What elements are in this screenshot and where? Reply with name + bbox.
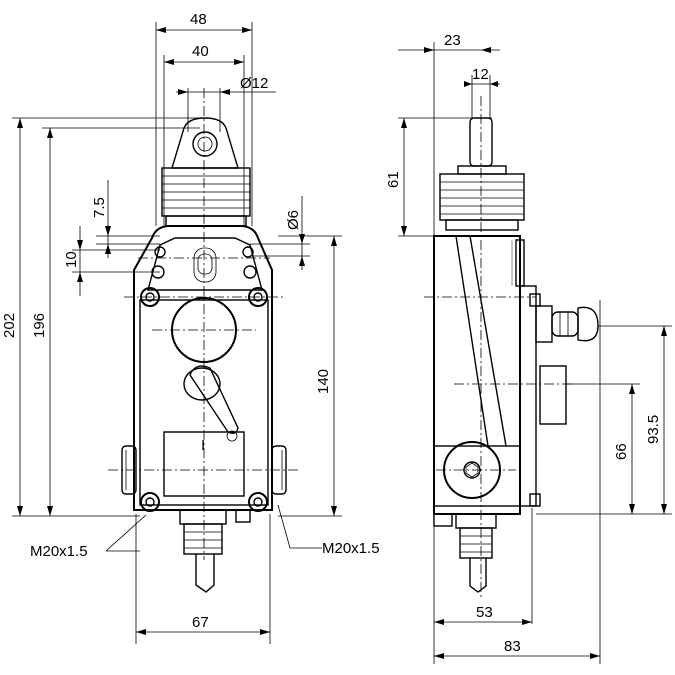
dim-height-202: 202 [1, 313, 18, 338]
dim-offset-7-5: 7.5 [91, 197, 108, 218]
side-bellows [439, 173, 525, 231]
side-view: 23 12 53 83 61 66 93.5 [385, 32, 672, 664]
thread-left-label: M20x1.5 [30, 543, 88, 560]
dim-width-23: 23 [444, 32, 461, 49]
front-dimension-lines [17, 27, 337, 635]
side-extension-lines [398, 42, 672, 664]
dim-width-40: 40 [192, 43, 209, 60]
dim-diameter-6: Ø6 [285, 210, 302, 230]
side-cable-gland [433, 513, 497, 593]
thread-right-label: M20x1.5 [322, 540, 380, 557]
dim-width-53: 53 [476, 604, 493, 621]
lid-mark: I [201, 437, 205, 454]
dim-height-61: 61 [385, 171, 402, 188]
dim-width-83: 83 [504, 638, 521, 655]
dim-offset-10: 10 [63, 251, 80, 268]
side-lid [519, 285, 541, 507]
cable-gland-bottom [179, 509, 251, 593]
dim-width-48: 48 [190, 11, 207, 28]
dim-width-67: 67 [192, 614, 209, 631]
dim-height-140: 140 [315, 369, 332, 394]
dim-diameter-12: Ø12 [240, 75, 268, 92]
front-view: I [1, 11, 380, 644]
front-extension-lines [12, 22, 342, 644]
rope-eye-head [171, 117, 239, 169]
dim-width-12: 12 [472, 66, 489, 83]
side-dimension-lines [398, 47, 667, 659]
spring-bellows [161, 167, 251, 227]
dim-height-196: 196 [31, 313, 48, 338]
dim-height-66: 66 [613, 443, 630, 460]
side-indicator [539, 365, 567, 425]
pull-ring-indicator [183, 365, 239, 442]
dim-height-93-5: 93.5 [645, 415, 662, 444]
side-reset-button [535, 305, 599, 343]
side-plunger [457, 117, 507, 175]
